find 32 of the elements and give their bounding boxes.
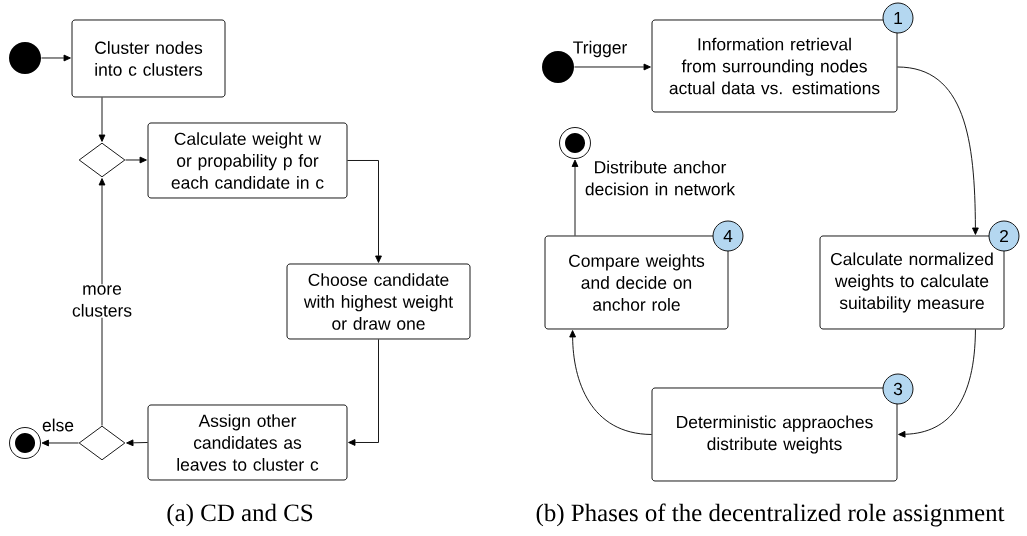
process-box: Calculate weight w or propability p for each candidate in c <box>147 122 348 199</box>
step-number-badge: 1 <box>882 2 914 34</box>
initial-node <box>542 51 574 83</box>
arrow <box>348 339 379 446</box>
arrow <box>41 439 79 447</box>
arrow <box>898 329 976 438</box>
arrow <box>125 156 147 164</box>
arrow <box>574 63 651 71</box>
decision-diamond <box>78 425 126 461</box>
final-node <box>9 427 41 459</box>
step-number-badge: 3 <box>882 373 914 405</box>
edge-label: more clusters <box>61 284 143 318</box>
arrow <box>41 54 71 62</box>
process-box: Assign other candidates as leaves to cluster c <box>147 404 348 481</box>
process-box: Cluster nodes into c clusters <box>71 19 226 98</box>
edge-label: Distribute anchor decision in network <box>585 160 736 196</box>
edge-label: else <box>42 418 74 432</box>
arrow <box>98 97 106 142</box>
final-node <box>559 127 591 159</box>
edge-label: Trigger <box>573 40 627 58</box>
arrow <box>571 159 579 236</box>
arrow <box>569 330 652 435</box>
arrow <box>897 66 979 235</box>
arrow <box>126 439 148 447</box>
step-number-badge: 2 <box>988 220 1020 252</box>
arrow <box>347 160 382 263</box>
process-box: Choose candidate with highest weight or draw one <box>286 263 471 340</box>
decision-diamond <box>78 142 126 178</box>
step-number-badge: 4 <box>712 220 744 252</box>
initial-node <box>9 42 41 74</box>
subfigure-caption: (a) CD and CS <box>167 503 313 527</box>
arrow <box>98 178 106 426</box>
